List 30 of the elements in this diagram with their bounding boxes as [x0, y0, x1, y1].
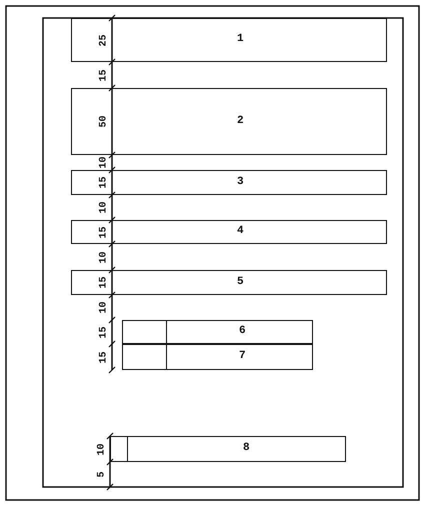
dimension-value: 15	[98, 226, 110, 238]
dimension-value: 15	[98, 326, 110, 338]
dimension-value: 10	[96, 443, 108, 455]
layout-box	[110, 436, 346, 462]
box-number: 6	[239, 325, 246, 337]
dimension-value: 15	[98, 276, 110, 288]
dimension-value: 10	[98, 201, 110, 213]
layout-box	[71, 18, 387, 62]
dimension-value: 10	[98, 251, 110, 263]
dimension-value: 5	[96, 471, 108, 477]
dimension-value: 15	[98, 69, 110, 81]
box-number: 2	[237, 114, 244, 126]
layout-box	[71, 88, 387, 155]
dimension-value: 25	[98, 34, 110, 46]
layout-box	[122, 320, 313, 344]
box-number: 8	[243, 442, 250, 454]
layout-box	[122, 344, 313, 370]
dimension-value: 50	[98, 115, 110, 127]
box-number: 3	[237, 176, 244, 188]
layout-box	[71, 220, 387, 244]
box-number: 5	[237, 276, 244, 288]
dimension-value: 10	[98, 156, 110, 168]
dimension-value: 10	[98, 301, 110, 313]
box-number: 7	[239, 350, 246, 362]
layout-box	[71, 270, 387, 295]
dimension-value: 15	[98, 351, 110, 363]
box-number: 1	[237, 33, 244, 45]
layout-box	[71, 170, 387, 195]
dimension-value: 15	[98, 176, 110, 188]
box-number: 4	[237, 225, 244, 237]
